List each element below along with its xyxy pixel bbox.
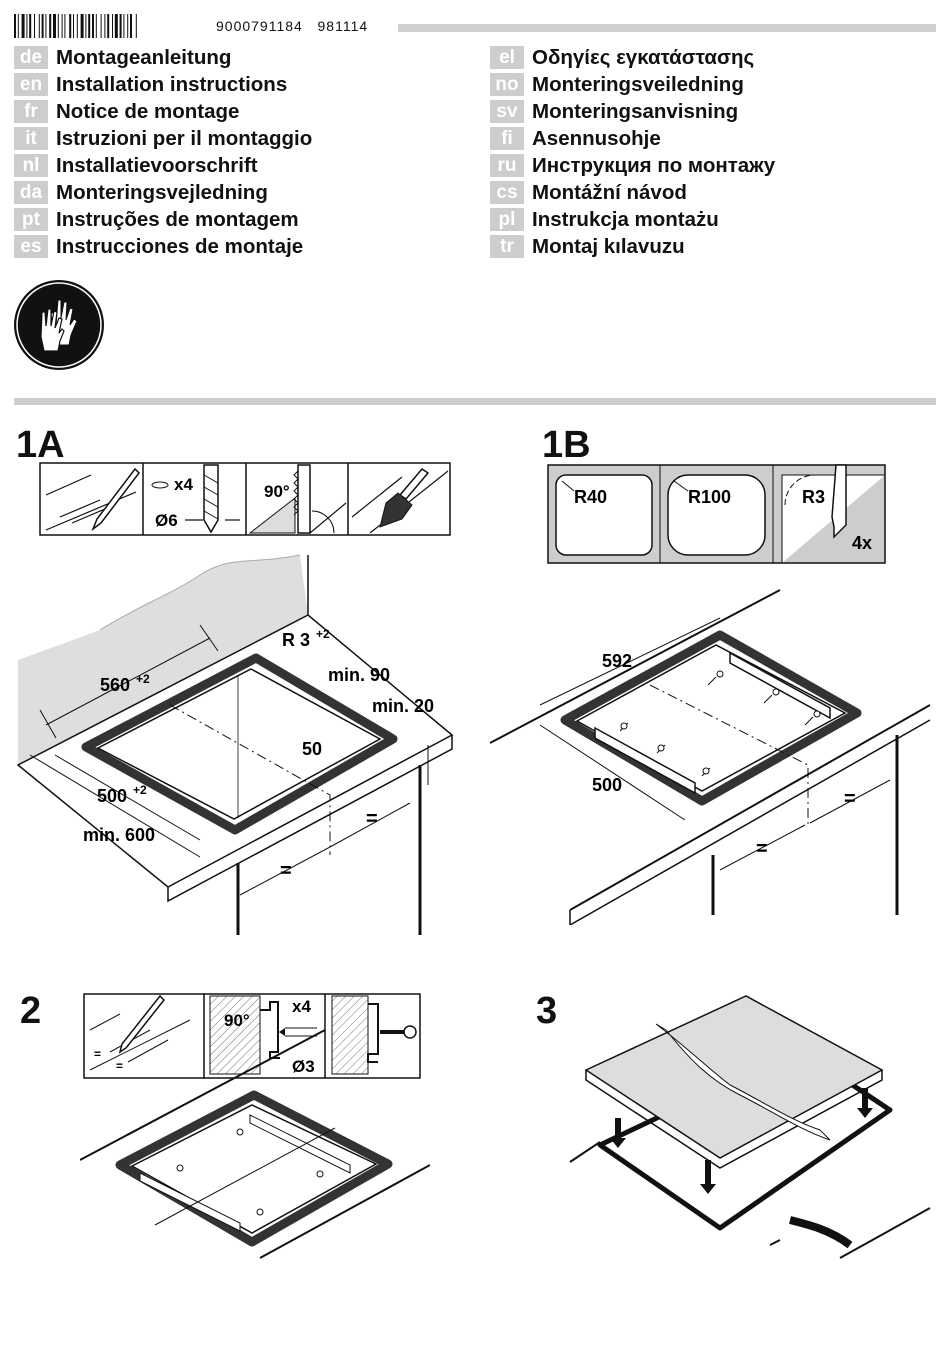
svg-text:+2: +2 [316,627,330,641]
tool-strip-2: = = 90° x4 Ø3 [83,993,421,1079]
step-2-label: 2 [20,990,42,1032]
svg-text:R100: R100 [688,487,731,507]
svg-text:500: 500 [97,786,127,806]
figure-2: = = 90° x4 Ø3 [80,993,430,1259]
tool-strip-1a: x4 Ø6 90° [39,462,451,536]
section-divider [14,398,936,405]
svg-text:R3: R3 [802,487,825,507]
svg-text:Ø3: Ø3 [292,1057,315,1076]
svg-text:90°: 90° [264,482,290,501]
svg-text:R 3: R 3 [282,630,310,650]
insertion-arrows [610,1088,873,1194]
cutaway-break [655,1023,831,1141]
wear-gloves-icon [14,280,104,370]
figure-1a: x4 Ø6 90° [16,462,454,935]
svg-text:=: = [116,1059,123,1073]
sealing-brush-icon [351,468,449,534]
svg-text:x4: x4 [174,475,193,494]
svg-text:=: = [94,1047,101,1061]
mounting-clamps [594,651,831,795]
svg-text:R40: R40 [574,487,607,507]
svg-text:500: 500 [592,775,622,795]
svg-text:4x: 4x [852,533,872,553]
countertop-edges [489,589,931,911]
svg-text:=: = [280,860,292,882]
svg-text:x4: x4 [292,997,311,1016]
dimension-lines-1a [29,624,429,896]
step-3-label: 3 [536,990,558,1032]
svg-text:90°: 90° [224,1011,250,1030]
drill-bit-icon: x4 Ø6 [151,464,240,534]
clamps-2 [139,1114,351,1232]
barcode [14,14,137,38]
svg-text:560: 560 [100,675,130,695]
wall [18,555,308,765]
document-number: 9000791184 981114 [216,18,369,34]
svg-text:+2: +2 [133,783,147,797]
svg-text:min. 90: min. 90 [328,665,390,685]
svg-text:=: = [844,788,856,810]
svg-text:50: 50 [302,739,322,759]
header-bar [398,24,936,32]
saw-angle-icon: 90° [248,464,347,534]
figure-1b: R40 R100 R3 4x 592 500 = = [489,464,931,925]
corner-radius-strip: R40 R100 R3 4x [547,464,886,564]
step-1b-label: 1B [542,424,591,466]
marking-pencil-icon [45,467,140,532]
svg-text:592: 592 [602,651,632,671]
step-1a-label: 1A [16,424,65,466]
svg-text:min. 20: min. 20 [372,696,434,716]
svg-text:=: = [366,808,378,830]
svg-text:+2: +2 [136,672,150,686]
svg-text:=: = [756,838,768,860]
svg-text:min. 600: min. 600 [83,825,155,845]
figure-3 [569,995,931,1259]
svg-text:Ø6: Ø6 [155,511,178,530]
